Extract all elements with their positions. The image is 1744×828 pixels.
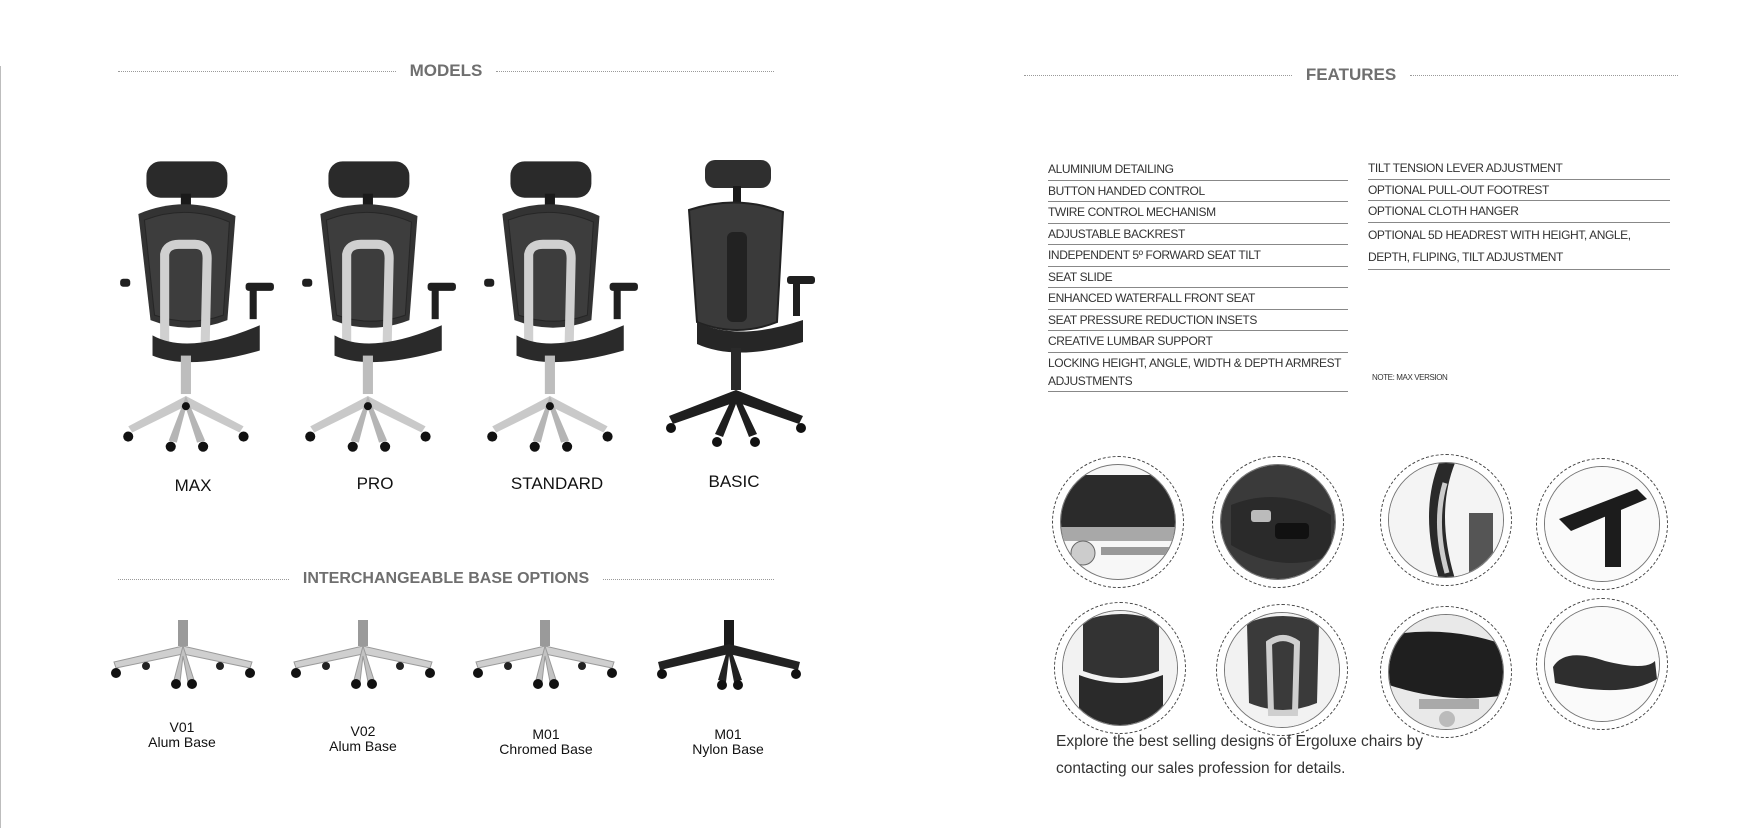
base-label-m01-nylon: M01 Nylon Base [653, 727, 803, 757]
heading-rule [1410, 74, 1679, 76]
detail-photo [1388, 462, 1504, 578]
detail-photo [1544, 606, 1660, 722]
base-code: V02 [350, 723, 376, 739]
feature-item: OPTIONAL 5D HEADREST WITH HEIGHT, ANGLE,… [1368, 223, 1670, 270]
detail-ring [1054, 602, 1186, 734]
base-v01-image [108, 618, 258, 690]
chair-max-image [108, 150, 280, 460]
base-label-m01-chromed: M01 Chromed Base [471, 727, 621, 757]
base-code: M01 [532, 726, 560, 742]
detail-photo [1224, 612, 1340, 728]
base-name: Alum Base [148, 734, 216, 750]
base-options-heading: INTERCHANGEABLE BASE OPTIONS [118, 568, 774, 590]
models-heading: MODELS [118, 60, 775, 82]
detail-ring [1380, 454, 1512, 586]
heading-rule [603, 578, 774, 580]
detail-photo [1062, 610, 1178, 726]
detail-ring [1380, 606, 1512, 738]
base-code: V01 [169, 719, 195, 735]
feature-item: ENHANCED WATERFALL FRONT SEAT [1048, 288, 1348, 310]
features-heading: FEATURES [1024, 64, 1679, 86]
detail-photo [1060, 464, 1176, 580]
detail-button-photo [1212, 456, 1344, 588]
heading-rule [118, 578, 289, 580]
feature-item: BUTTON HANDED CONTROL [1048, 181, 1348, 202]
base-label-v01: V01 Alum Base [107, 720, 257, 750]
feature-item: OPTIONAL PULL-OUT FOOTREST [1368, 180, 1670, 201]
detail-ring [1536, 458, 1668, 590]
chair-basic-image [652, 152, 824, 452]
base-options-title: INTERCHANGEABLE BASE OPTIONS [302, 570, 590, 587]
base-m01-chromed-image [470, 618, 620, 690]
feature-item: OPTIONAL CLOTH HANGER [1368, 201, 1670, 223]
detail-mechanism-photo [1052, 456, 1184, 588]
feature-item: INDEPENDENT 5º FORWARD SEAT TILT [1048, 245, 1348, 267]
feature-item: CREATIVE LUMBAR SUPPORT [1048, 331, 1348, 353]
base-name: Chromed Base [499, 741, 593, 757]
feature-item: ALUMINIUM DETAILING [1048, 159, 1348, 181]
base-name: Nylon Base [692, 741, 764, 757]
detail-backrest-photo [1380, 454, 1512, 586]
features-list-right: TILT TENSION LEVER ADJUSTMENT OPTIONAL P… [1368, 158, 1670, 270]
heading-rule [1024, 74, 1292, 76]
detail-photo [1220, 464, 1336, 580]
feature-item: SEAT SLIDE [1048, 267, 1348, 288]
heading-rule [118, 70, 396, 72]
chair-standard-image [472, 150, 644, 460]
contact-cta-text: Explore the best selling designs of Ergo… [1056, 733, 1424, 777]
detail-ring [1216, 604, 1348, 736]
model-label-pro: PRO [356, 474, 394, 493]
detail-lumbar-photo [1216, 604, 1348, 736]
detail-seat-front-photo [1054, 602, 1186, 734]
models-title: MODELS [409, 61, 483, 80]
page-edge [0, 66, 1, 828]
features-list-left: ALUMINIUM DETAILING BUTTON HANDED CONTRO… [1048, 159, 1348, 392]
features-title: FEATURES [1305, 65, 1397, 84]
base-m01-nylon-image [654, 618, 804, 690]
feature-note: NOTE: MAX VERSION [1372, 373, 1448, 382]
base-v02-image [288, 618, 438, 690]
feature-item: LOCKING HEIGHT, ANGLE, WIDTH & DEPTH ARM… [1048, 353, 1348, 392]
detail-ring [1052, 456, 1184, 588]
feature-item: ADJUSTABLE BACKREST [1048, 224, 1348, 245]
model-label-max: MAX [174, 476, 212, 495]
detail-photo [1544, 466, 1660, 582]
model-label-standard: STANDARD [510, 474, 604, 493]
base-name: Alum Base [329, 738, 397, 754]
base-label-v02: V02 Alum Base [288, 724, 438, 754]
detail-tilt-photo [1380, 606, 1512, 738]
detail-armrest-photo [1536, 458, 1668, 590]
detail-seat-profile-photo [1536, 598, 1668, 730]
feature-item: TILT TENSION LEVER ADJUSTMENT [1368, 158, 1670, 180]
feature-item: SEAT PRESSURE REDUCTION INSETS [1048, 310, 1348, 331]
detail-ring [1536, 598, 1668, 730]
detail-ring [1212, 456, 1344, 588]
heading-rule [496, 70, 775, 72]
feature-item: TWIRE CONTROL MECHANISM [1048, 202, 1348, 224]
chair-pro-image [290, 150, 462, 460]
model-label-basic: BASIC [708, 472, 760, 491]
detail-photo [1388, 614, 1504, 730]
base-code: M01 [714, 726, 742, 742]
